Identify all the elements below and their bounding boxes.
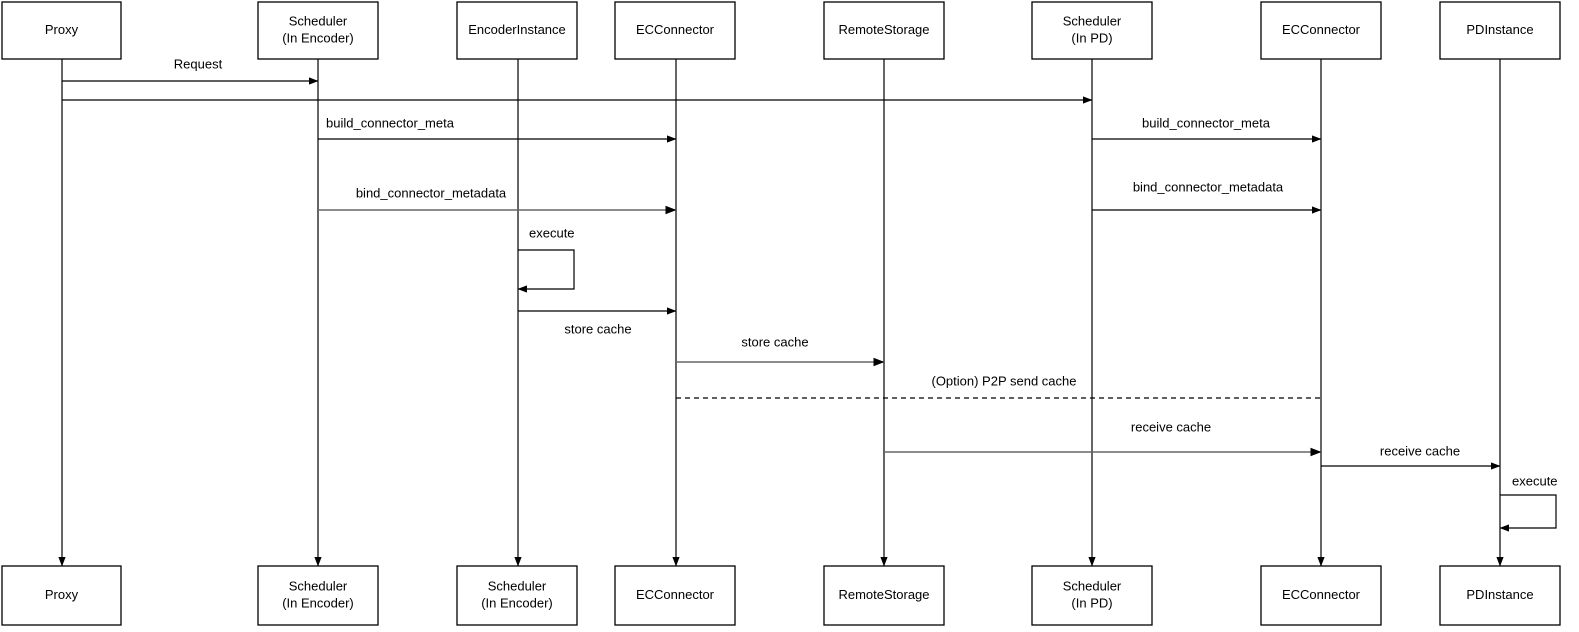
- participant-box-top-sched_enc[interactable]: Scheduler (In Encoder): [257, 1, 379, 60]
- participant-label: PDInstance: [1466, 22, 1533, 37]
- participant-label: RemoteStorage: [838, 587, 929, 602]
- participant-box-rect: [1031, 1, 1153, 60]
- participant-label: Scheduler: [289, 13, 348, 28]
- participant-box-bottom-sched_pd[interactable]: Scheduler (In PD): [1031, 565, 1153, 626]
- participant-box-rect: [257, 1, 379, 60]
- participant-box-bottom-ecconn_left[interactable]: ECConnector: [614, 565, 736, 626]
- participant-label: Scheduler: [289, 578, 348, 593]
- participant-label: (In Encoder): [481, 595, 553, 610]
- bottom-participant-boxes: Proxy Scheduler (In Encoder) Scheduler (In E…: [1, 565, 1561, 626]
- self-message-path: [1499, 494, 1557, 532]
- participant-box-rect: [1260, 1, 1382, 60]
- participant-box-rect: [456, 1, 578, 60]
- participant-label: ECConnector: [636, 587, 715, 602]
- participant-label: (In Encoder): [282, 30, 354, 45]
- participant-label: ECConnector: [636, 22, 715, 37]
- participant-label: Scheduler: [1063, 13, 1122, 28]
- participant-box-rect: [1031, 565, 1153, 626]
- message-label: build_connector_meta: [326, 115, 455, 130]
- participant-box-bottom-sched_enc[interactable]: Scheduler (In Encoder): [257, 565, 379, 626]
- participant-box-rect: [257, 565, 379, 626]
- self-messages-layer: execute execute: [517, 225, 1558, 532]
- message-label: Request: [174, 56, 223, 71]
- self-message-s1[interactable]: execute: [517, 225, 575, 293]
- participant-box-rect: [1, 1, 122, 60]
- participant-label: ECConnector: [1282, 587, 1361, 602]
- message-m8[interactable]: store cache: [676, 334, 885, 367]
- message-label: store cache: [741, 334, 808, 349]
- participant-box-bottom-proxy[interactable]: Proxy: [1, 565, 122, 626]
- top-participant-boxes: Proxy Scheduler (In Encoder) EncoderInstanc…: [1, 1, 1561, 60]
- message-m11[interactable]: receive cache: [1321, 443, 1501, 470]
- participant-box-bottom-ecconn_right[interactable]: ECConnector: [1260, 565, 1382, 626]
- participant-label: RemoteStorage: [838, 22, 929, 37]
- message-m3[interactable]: build_connector_meta: [318, 115, 677, 143]
- participant-box-rect: [823, 1, 945, 60]
- message-label: bind_connector_metadata: [356, 185, 507, 200]
- participant-box-top-sched_pd[interactable]: Scheduler (In PD): [1031, 1, 1153, 60]
- participant-box-top-ecconn_left[interactable]: ECConnector: [614, 1, 736, 60]
- participant-box-top-ecconn_right[interactable]: ECConnector: [1260, 1, 1382, 60]
- participant-label: Proxy: [45, 587, 79, 602]
- participant-box-top-pd_inst[interactable]: PDInstance: [1439, 1, 1561, 60]
- message-label: build_connector_meta: [1142, 115, 1271, 130]
- self-message-s2[interactable]: execute: [1499, 473, 1558, 532]
- lifelines-layer: [58, 59, 1504, 567]
- participant-box-top-encoder_inst[interactable]: EncoderInstance: [456, 1, 578, 60]
- participant-box-rect: [456, 565, 578, 626]
- message-m4[interactable]: build_connector_meta: [1092, 115, 1322, 143]
- message-m1[interactable]: Request: [62, 56, 319, 85]
- participant-label: Scheduler: [1063, 578, 1122, 593]
- messages-layer: Request build_connector_meta build_connect…: [62, 56, 1501, 470]
- message-m6[interactable]: bind_connector_metadata: [1092, 179, 1322, 214]
- participant-label: ECConnector: [1282, 22, 1361, 37]
- message-label: receive cache: [1131, 419, 1211, 434]
- participant-box-rect: [614, 1, 736, 60]
- participant-label: PDInstance: [1466, 587, 1533, 602]
- participant-box-rect: [1260, 565, 1382, 626]
- participant-box-top-proxy[interactable]: Proxy: [1, 1, 122, 60]
- participant-box-rect: [823, 565, 945, 626]
- message-m7[interactable]: store cache: [518, 307, 677, 336]
- participant-box-top-remote_store[interactable]: RemoteStorage: [823, 1, 945, 60]
- message-m5[interactable]: bind_connector_metadata: [318, 185, 677, 215]
- message-label: receive cache: [1380, 443, 1460, 458]
- participant-box-bottom-remote_store[interactable]: RemoteStorage: [823, 565, 945, 626]
- message-m10[interactable]: receive cache: [884, 419, 1322, 457]
- participant-label: Proxy: [45, 22, 79, 37]
- participant-label: (In PD): [1071, 30, 1112, 45]
- participant-box-rect: [614, 565, 736, 626]
- participant-box-rect: [1, 565, 122, 626]
- participant-label: Scheduler: [488, 578, 547, 593]
- message-label: (Option) P2P send cache: [931, 373, 1076, 388]
- message-m9[interactable]: (Option) P2P send cache: [676, 373, 1321, 399]
- participant-label: EncoderInstance: [468, 22, 566, 37]
- participant-box-rect: [1439, 565, 1561, 626]
- message-label: store cache: [564, 321, 631, 336]
- self-message-path: [517, 249, 575, 293]
- participant-label: (In Encoder): [282, 595, 354, 610]
- participant-box-bottom-encoder_inst[interactable]: Scheduler (In Encoder): [456, 565, 578, 626]
- message-label: bind_connector_metadata: [1133, 179, 1284, 194]
- participant-label: (In PD): [1071, 595, 1112, 610]
- self-message-label: execute: [1512, 473, 1558, 488]
- self-message-label: execute: [529, 225, 575, 240]
- participant-box-rect: [1439, 1, 1561, 60]
- participant-box-bottom-pd_inst[interactable]: PDInstance: [1439, 565, 1561, 626]
